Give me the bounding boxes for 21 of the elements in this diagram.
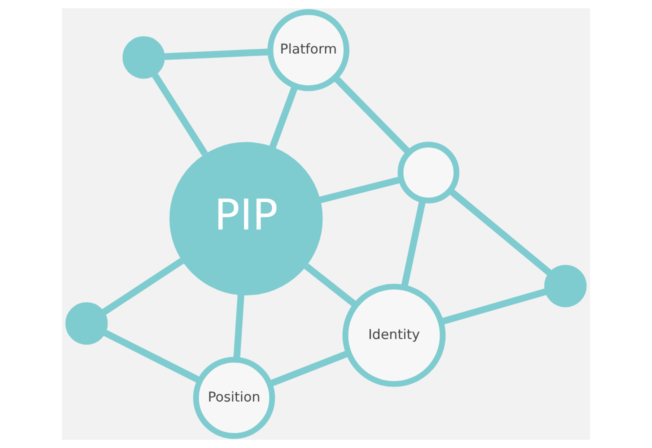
connector: [304, 263, 358, 308]
node-circle: [544, 264, 587, 308]
connector: [440, 288, 546, 326]
node-circle: Identity: [342, 284, 446, 387]
node-circle: Position: [193, 356, 276, 439]
node-circle: Platform: [267, 9, 350, 92]
connector: [333, 75, 412, 155]
connector: [104, 330, 202, 384]
node-circle: [122, 36, 165, 79]
connector: [102, 258, 184, 315]
node-circle: [65, 302, 108, 345]
connector: [164, 48, 270, 60]
connector: [448, 188, 552, 276]
connector: [319, 176, 402, 204]
node-circle: PIP: [169, 142, 323, 296]
connector: [152, 73, 208, 156]
connector: [269, 84, 298, 148]
connector: [233, 294, 244, 360]
connector: [268, 350, 350, 388]
node-circle: [398, 142, 460, 204]
connector: [400, 200, 426, 288]
